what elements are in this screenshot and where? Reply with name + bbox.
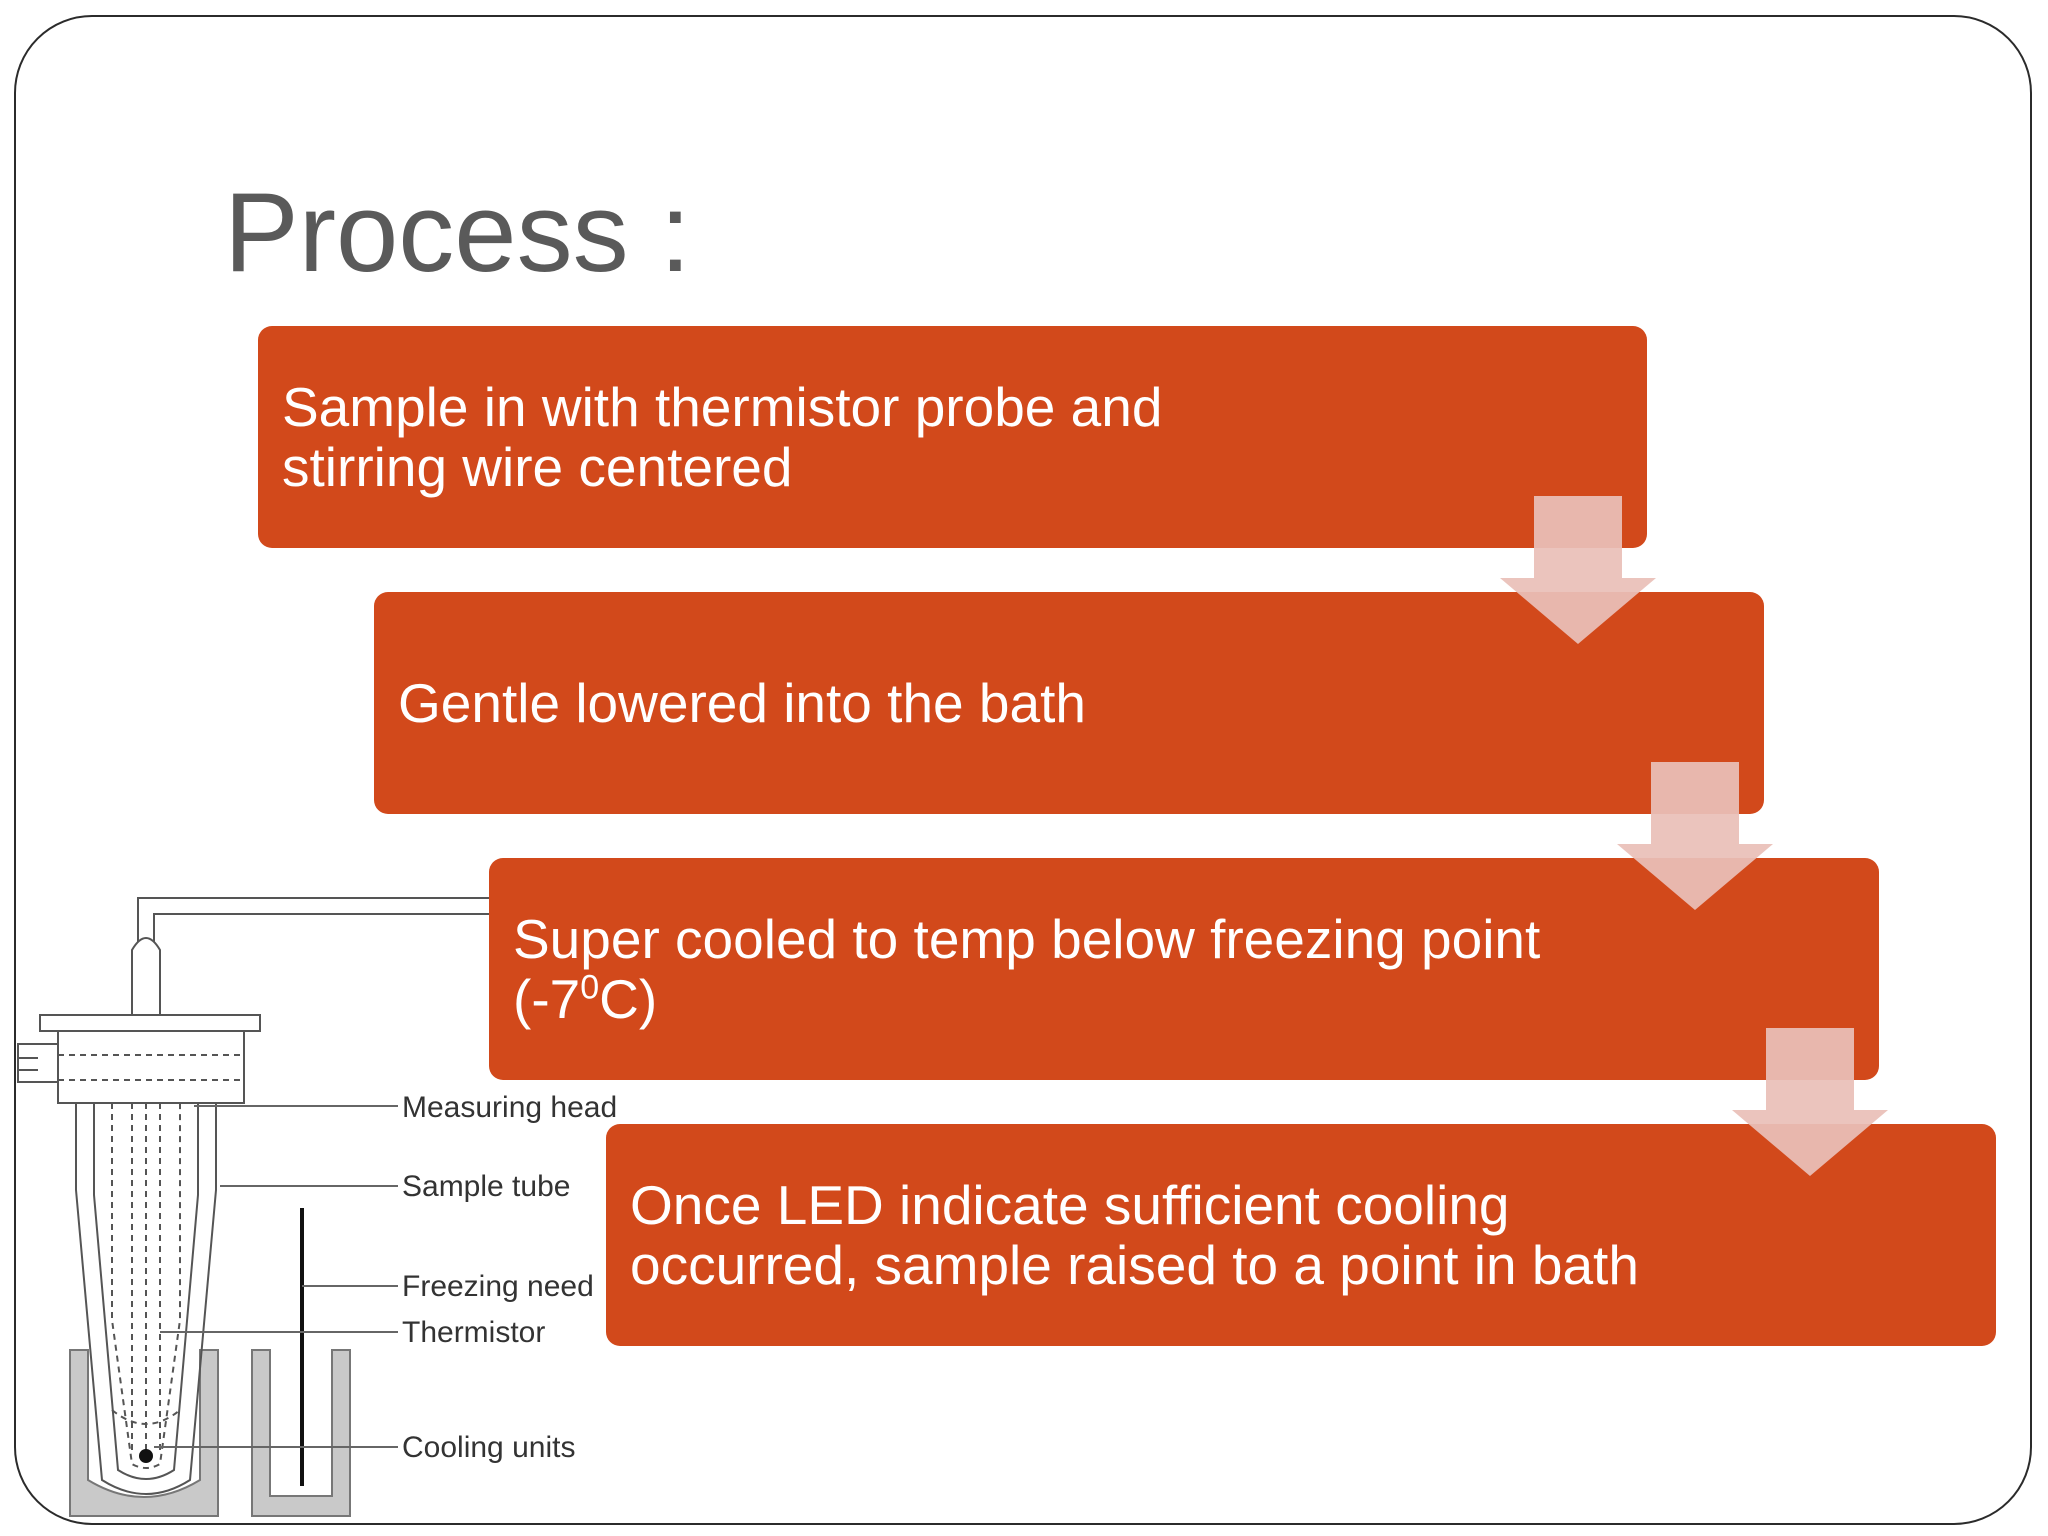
label-sample-tube: Sample tube <box>402 1170 570 1203</box>
osmometer-apparatus-diagram: Measuring head Sample tube Freezing need… <box>17 897 617 1517</box>
down-arrow-icon <box>1732 1028 1888 1176</box>
process-step-3-text-unit: C) <box>599 968 658 1030</box>
process-step-4: Once LED indicate sufficient cooling occ… <box>606 1124 1996 1346</box>
sample-tube <box>75 1103 217 1495</box>
probe-wire <box>137 897 534 960</box>
process-step-3-text-main: Super cooled to temp below freezing poin… <box>513 908 1541 1030</box>
process-step-1: Sample in with thermistor probe and stir… <box>258 326 1647 548</box>
process-step-4-text: Once LED indicate sufficient cooling occ… <box>630 1174 1639 1296</box>
probe-rod <box>131 937 161 1015</box>
down-arrow-icon <box>1617 762 1773 910</box>
cooling-units <box>69 1349 351 1517</box>
process-step-3-text: Super cooled to temp below freezing poin… <box>513 909 1540 1029</box>
process-step-1-text: Sample in with thermistor probe and stir… <box>282 376 1163 498</box>
slide-title: Process : <box>224 170 691 295</box>
label-measuring-head: Measuring head <box>402 1091 617 1124</box>
measuring-head-cap <box>17 1014 261 1104</box>
degree-superscript: 0 <box>580 968 600 1007</box>
label-cooling-units: Cooling units <box>402 1431 575 1464</box>
label-leaders <box>154 1105 398 1448</box>
process-step-3: Super cooled to temp below freezing poin… <box>489 858 1879 1080</box>
process-step-2-text: Gentle lowered into the bath <box>398 672 1086 734</box>
down-arrow-icon <box>1500 496 1656 644</box>
label-freezing-needle: Freezing need <box>402 1270 594 1303</box>
sample-liquid <box>111 1409 181 1425</box>
process-step-2: Gentle lowered into the bath <box>374 592 1764 814</box>
label-thermistor: Thermistor <box>402 1316 545 1349</box>
thermistor-bead <box>139 1449 153 1463</box>
